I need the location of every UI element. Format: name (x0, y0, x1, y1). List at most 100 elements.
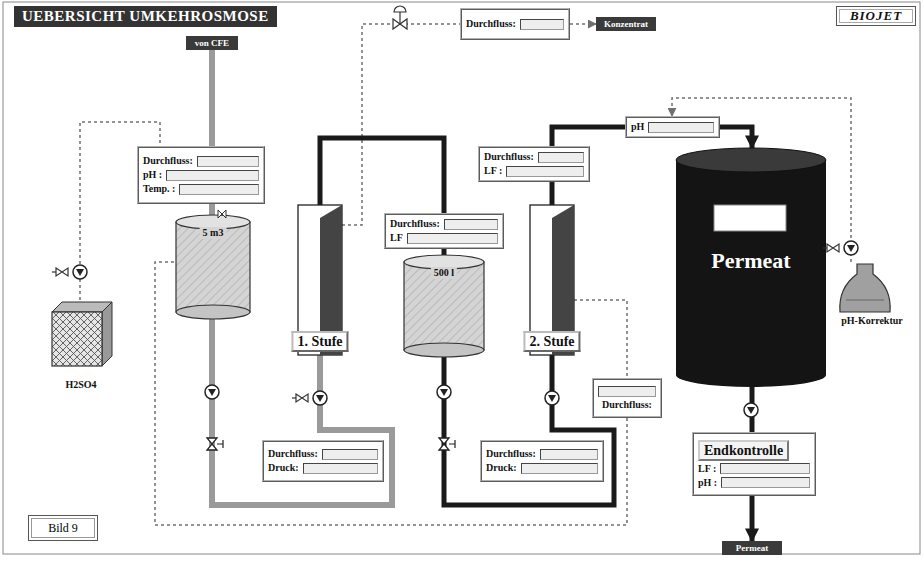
measurement-panel: Durchfluss: pH : Temp. : (137, 146, 265, 204)
measurement-label: Durchfluss: (486, 448, 536, 460)
illustration-part (744, 403, 758, 417)
feed-tank (176, 210, 250, 319)
process-pipe (209, 204, 215, 215)
illustration-part (73, 265, 87, 279)
panel-row: pH (631, 121, 714, 133)
tank: 5 m3 (176, 215, 250, 319)
intermediate-tank (404, 255, 484, 357)
value-field (197, 156, 259, 167)
outlet-label: Konzentrat (596, 17, 656, 31)
illustration-part (840, 264, 890, 312)
illustration-part (399, 12, 400, 24)
node-label: 5 m3 (200, 227, 227, 239)
panel-row: Durchfluss: (466, 18, 564, 30)
node-label: von CFE (195, 37, 229, 49)
value-field (520, 19, 564, 30)
value-field (538, 152, 584, 163)
stage-label: 2. Stufe (523, 331, 580, 352)
panel-row: Durchfluss: (390, 218, 498, 230)
source-label: von CFE (186, 36, 238, 50)
panel-row: pH : (143, 169, 259, 181)
tank: 500 l (404, 255, 484, 357)
process-pipe (320, 138, 444, 213)
value-field (721, 477, 810, 488)
panel-row: Druck: (486, 462, 598, 474)
process-pipe (552, 127, 625, 146)
measurement-label: Durchfluss: (598, 399, 656, 411)
node-label: Permeat (676, 248, 826, 273)
illustration-part (176, 305, 250, 319)
concentrate-valve (393, 6, 407, 29)
panel-row: Durchfluss: (598, 386, 656, 411)
ro-stage: 2. Stufe (530, 205, 574, 355)
acid-container (52, 302, 112, 366)
panel-row: Temp. : (143, 183, 259, 195)
screen-number: Bild 9 (28, 515, 98, 541)
measurement-label: Druck: (486, 462, 517, 474)
measurement-label: Durchfluss: (484, 151, 534, 163)
outlet-label: Permeat (722, 541, 782, 555)
process-pipe (442, 249, 447, 255)
illustration-part (207, 438, 223, 450)
measurement-panel: Durchfluss: LF : (478, 146, 590, 182)
illustration-part (292, 394, 308, 402)
illustration-part (844, 241, 858, 255)
ro-stage: 1. Stufe (298, 205, 342, 355)
permeate-tank: Permeat (676, 148, 826, 387)
illustration-part (439, 438, 455, 450)
illustration-part (176, 222, 250, 312)
illustration-part (52, 312, 102, 366)
value-field (720, 463, 810, 474)
illustration-part (218, 210, 226, 218)
signal-line (570, 23, 596, 25)
illustration-part (52, 268, 68, 276)
pumps (52, 241, 858, 450)
panel-row: LF : (698, 463, 810, 475)
ph-dosing-flask (840, 264, 890, 312)
screen-title: UEBERSICHT UMKEHROSMOSE (14, 6, 277, 27)
illustration-part (205, 385, 219, 399)
stage-label: 1. Stufe (291, 331, 348, 352)
illustration-part (404, 262, 484, 350)
panel-row: Durchfluss: (143, 155, 259, 167)
screen-frame (3, 2, 920, 554)
node-label: 500 l (431, 267, 457, 279)
measurement-panel: pH (625, 116, 720, 138)
panel-row: pH : (698, 477, 810, 489)
illustration-part (676, 160, 826, 375)
measurement-label: Durchfluss: (466, 18, 516, 30)
illustration-part (823, 244, 839, 252)
measurement-label: Temp. : (143, 183, 175, 195)
panel-heading: Endkontrolle (698, 440, 789, 461)
illustration-part (846, 300, 884, 301)
node-label: BIOJET (850, 8, 902, 24)
measurement-label: pH (631, 121, 644, 133)
measurement-panel: Durchfluss: (592, 378, 662, 418)
panel-row: Durchfluss: (486, 448, 598, 460)
measurement-panel: Durchfluss: LF (384, 213, 504, 249)
permeate-tank (676, 148, 826, 387)
value-field (540, 449, 598, 460)
process-pipe (212, 319, 392, 505)
measurement-label: LF (390, 232, 403, 244)
measurement-label: Durchfluss: (143, 155, 193, 167)
node-label: pH-Korrektur (826, 315, 918, 327)
value-field (303, 463, 378, 474)
measurement-label: Druck: (268, 462, 299, 474)
process-pipe (720, 127, 752, 148)
illustration-part (313, 391, 327, 405)
illustration-part (437, 385, 451, 399)
panel-row: LF : (484, 165, 584, 177)
final-check-panel: Endkontrolle LF : pH : (692, 432, 816, 496)
illustration-part (676, 363, 826, 387)
value-field (407, 233, 498, 244)
illustration-part (404, 343, 484, 357)
signal-line (574, 300, 627, 378)
illustration-part (545, 391, 559, 405)
measurement-label: Durchfluss: (390, 218, 440, 230)
measurement-panel: Durchfluss: (460, 8, 570, 40)
illustration-part (102, 302, 112, 366)
dosing-tank: pH-Korrektur (826, 262, 918, 328)
panel-row: Durchfluss: (484, 151, 584, 163)
panel-row: LF (390, 232, 498, 244)
